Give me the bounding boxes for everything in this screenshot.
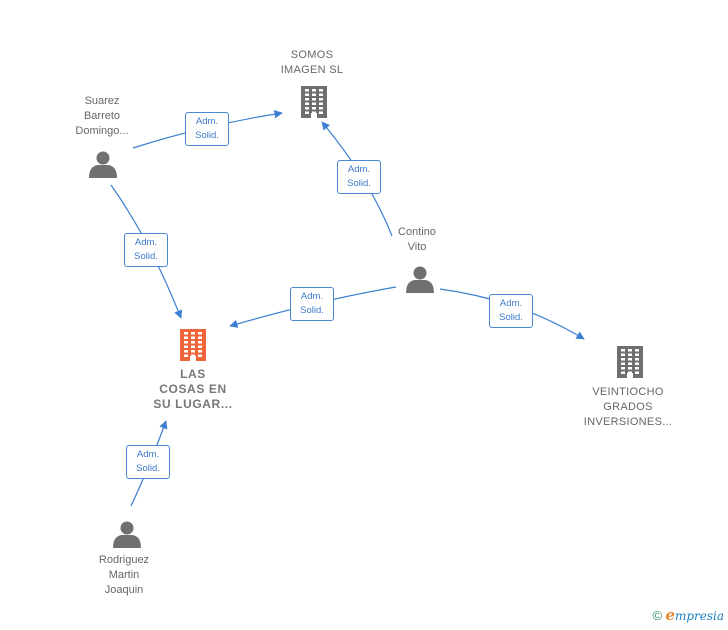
brand-initial: e (665, 606, 675, 624)
edge-label-contino-somos: Adm. Solid. (337, 160, 381, 194)
edge-label-rodriguez-las-cosas: Adm. Solid. (126, 445, 170, 479)
node-label-rodriguez[interactable]: Rodriguez Martin Joaquin (98, 554, 150, 596)
node-label-veintiocho[interactable]: VEINTIOCHO GRADOS INVERSIONES... (583, 386, 673, 428)
node-label-suarez[interactable]: Suarez Barreto Domingo... (75, 95, 129, 137)
footer-brand[interactable]: © empresia (652, 606, 724, 624)
edge-label-suarez-somos: Adm. Solid. (185, 112, 229, 146)
edge-label-contino-las-cosas: Adm. Solid. (290, 287, 334, 321)
company-icon-veintiocho[interactable] (617, 346, 643, 378)
company-icon-las-cosas[interactable] (180, 329, 206, 361)
edge-label-suarez-las-cosas: Adm. Solid. (124, 233, 168, 267)
node-label-somos[interactable]: SOMOS IMAGEN SL (280, 49, 344, 76)
edge-label-contino-veintiocho: Adm. Solid. (489, 294, 533, 328)
person-icon-rodriguez[interactable] (113, 521, 141, 549)
company-icon-somos[interactable] (301, 86, 327, 118)
brand-name: mpresia (674, 609, 724, 623)
person-icon-contino[interactable] (406, 266, 434, 294)
copyright-icon: © (652, 608, 663, 623)
node-label-contino[interactable]: Contino Vito (398, 226, 436, 253)
person-icon-suarez[interactable] (89, 151, 117, 179)
node-label-las-cosas[interactable]: LAS COSAS EN SU LUGAR... (153, 367, 233, 411)
